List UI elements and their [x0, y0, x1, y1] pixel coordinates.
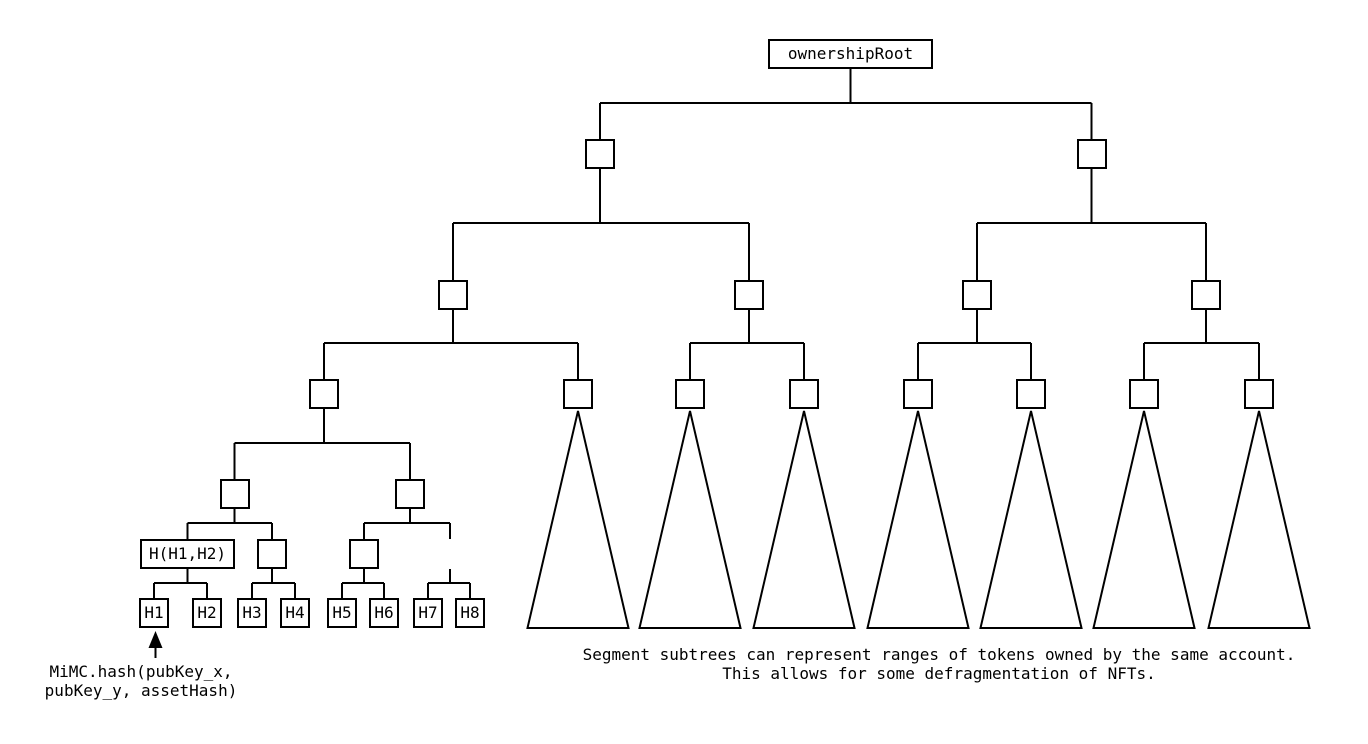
root-node: ownershipRoot — [768, 39, 933, 69]
segment-subtree-triangle — [1207, 410, 1311, 629]
internal-node — [220, 479, 250, 509]
leaf-node-h7: H7 — [413, 598, 443, 628]
internal-node — [675, 379, 705, 409]
internal-node — [395, 479, 425, 509]
segment-subtree-triangle — [752, 410, 856, 629]
internal-node — [1244, 379, 1274, 409]
internal-node — [585, 139, 615, 169]
internal-node — [962, 280, 992, 310]
internal-node — [257, 539, 287, 569]
segment-subtree-triangle — [979, 410, 1083, 629]
internal-node — [309, 379, 339, 409]
internal-node — [1016, 379, 1046, 409]
leaf-node-h6: H6 — [369, 598, 399, 628]
segment-subtree-triangle — [866, 410, 970, 629]
segment-subtree-caption: Segment subtrees can represent ranges of… — [574, 645, 1304, 683]
internal-node — [903, 379, 933, 409]
tree-connectors — [153, 68, 1260, 598]
leaf-node-h4: H4 — [280, 598, 310, 628]
leaf-node-h1: H1 — [139, 598, 169, 628]
internal-node — [563, 379, 593, 409]
segment-subtree-triangle — [526, 410, 630, 629]
internal-node — [734, 280, 764, 310]
leaf-node-h3: H3 — [237, 598, 267, 628]
leaf-annotation-line2: pubKey_y, assetHash) — [44, 681, 238, 700]
segment-subtree-triangle — [1092, 410, 1196, 629]
internal-node — [1191, 280, 1221, 310]
hash-node: H(H1,H2) — [140, 539, 235, 569]
up-arrow-icon — [148, 631, 163, 658]
caption-line2: This allows for some defragmentation of … — [722, 664, 1156, 683]
segment-subtree-triangle — [638, 410, 742, 629]
internal-node — [349, 539, 379, 569]
internal-node — [438, 280, 468, 310]
leaf-node-h5: H5 — [327, 598, 357, 628]
internal-node — [1129, 379, 1159, 409]
internal-node — [1077, 139, 1107, 169]
leaf-annotation: MiMC.hash(pubKey_x, pubKey_y, assetHash) — [30, 662, 252, 700]
leaf-node-h8: H8 — [455, 598, 485, 628]
leaf-node-h2: H2 — [192, 598, 222, 628]
leaf-annotation-line1: MiMC.hash(pubKey_x, — [49, 662, 233, 681]
internal-node — [789, 379, 819, 409]
caption-line1: Segment subtrees can represent ranges of… — [582, 645, 1296, 664]
